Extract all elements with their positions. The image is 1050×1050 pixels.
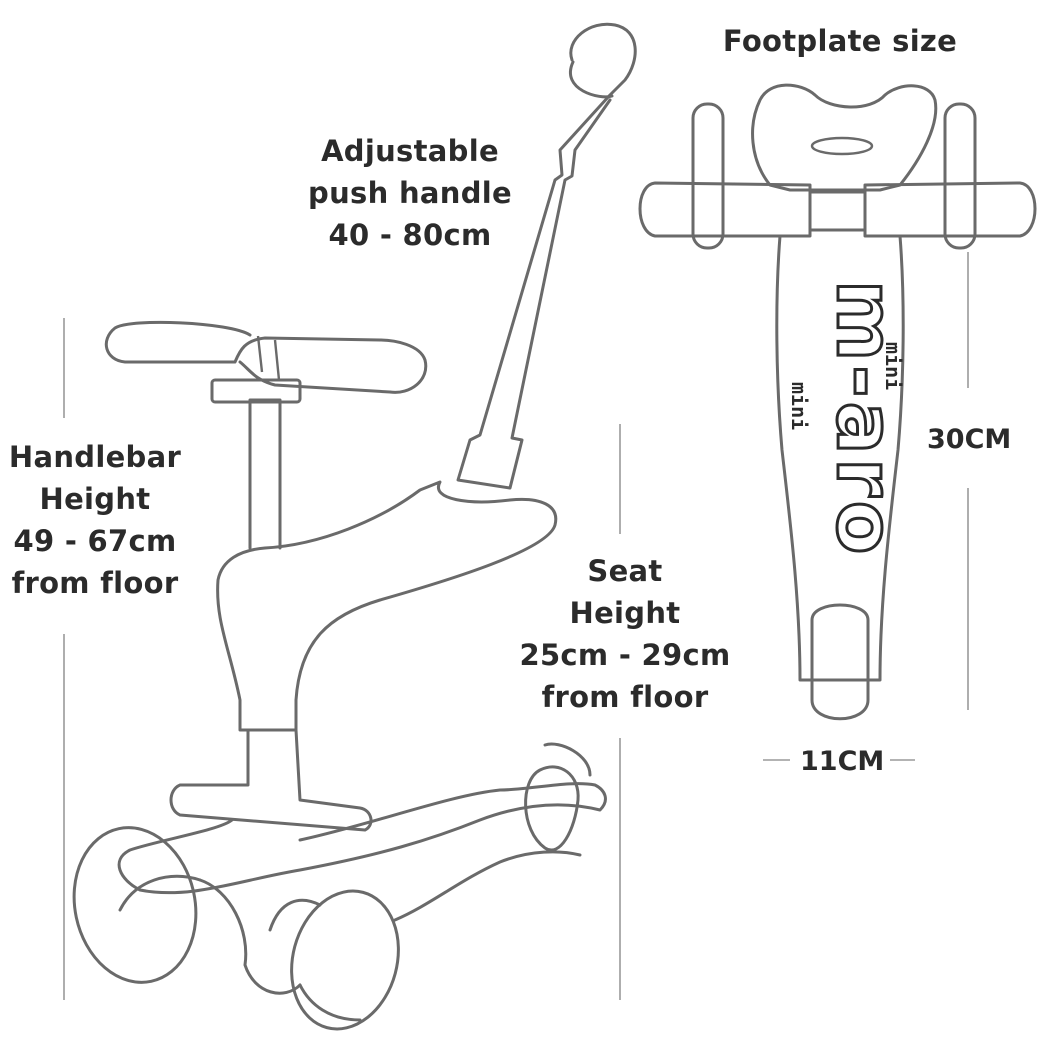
width-dimension-label: 11CM: [800, 746, 884, 777]
seat-line-3: 25cm - 29cm: [519, 638, 731, 672]
seat-line-2: Height: [569, 596, 681, 630]
push-handle-label: Adjustable push handle 40 - 80cm: [290, 130, 530, 256]
footplate-size-text: Footplate size: [722, 24, 958, 58]
push-handle-line-1: Adjustable: [321, 134, 499, 168]
footplate-size-title: Footplate size: [700, 20, 980, 62]
length-dimension-label: 30CM: [927, 424, 1011, 455]
handlebar-line-1: Handlebar: [8, 440, 182, 474]
handlebar-line-3: 49 - 67cm: [13, 524, 177, 558]
footplate-top-view: [638, 83, 1037, 721]
micro-mini-logo: m-aro mini: [818, 279, 911, 560]
push-handle-line-2: push handle: [308, 176, 512, 210]
logo-brand-text: m-aro: [819, 280, 909, 558]
seat-height-label: Seat Height 25cm - 29cm from floor: [510, 550, 740, 718]
logo-sub-text-2: mini: [787, 382, 811, 430]
handlebar-line-2: Height: [39, 482, 151, 516]
seat-line-4: from floor: [541, 680, 709, 714]
logo-sub-text-1: mini: [881, 342, 905, 390]
handlebar-height-label: Handlebar Height 49 - 67cm from floor: [0, 436, 190, 604]
scooter-side-view: [72, 22, 637, 1031]
handlebar-line-4: from floor: [11, 566, 179, 600]
seat-line-1: Seat: [587, 554, 663, 588]
push-handle-line-3: 40 - 80cm: [328, 218, 492, 252]
